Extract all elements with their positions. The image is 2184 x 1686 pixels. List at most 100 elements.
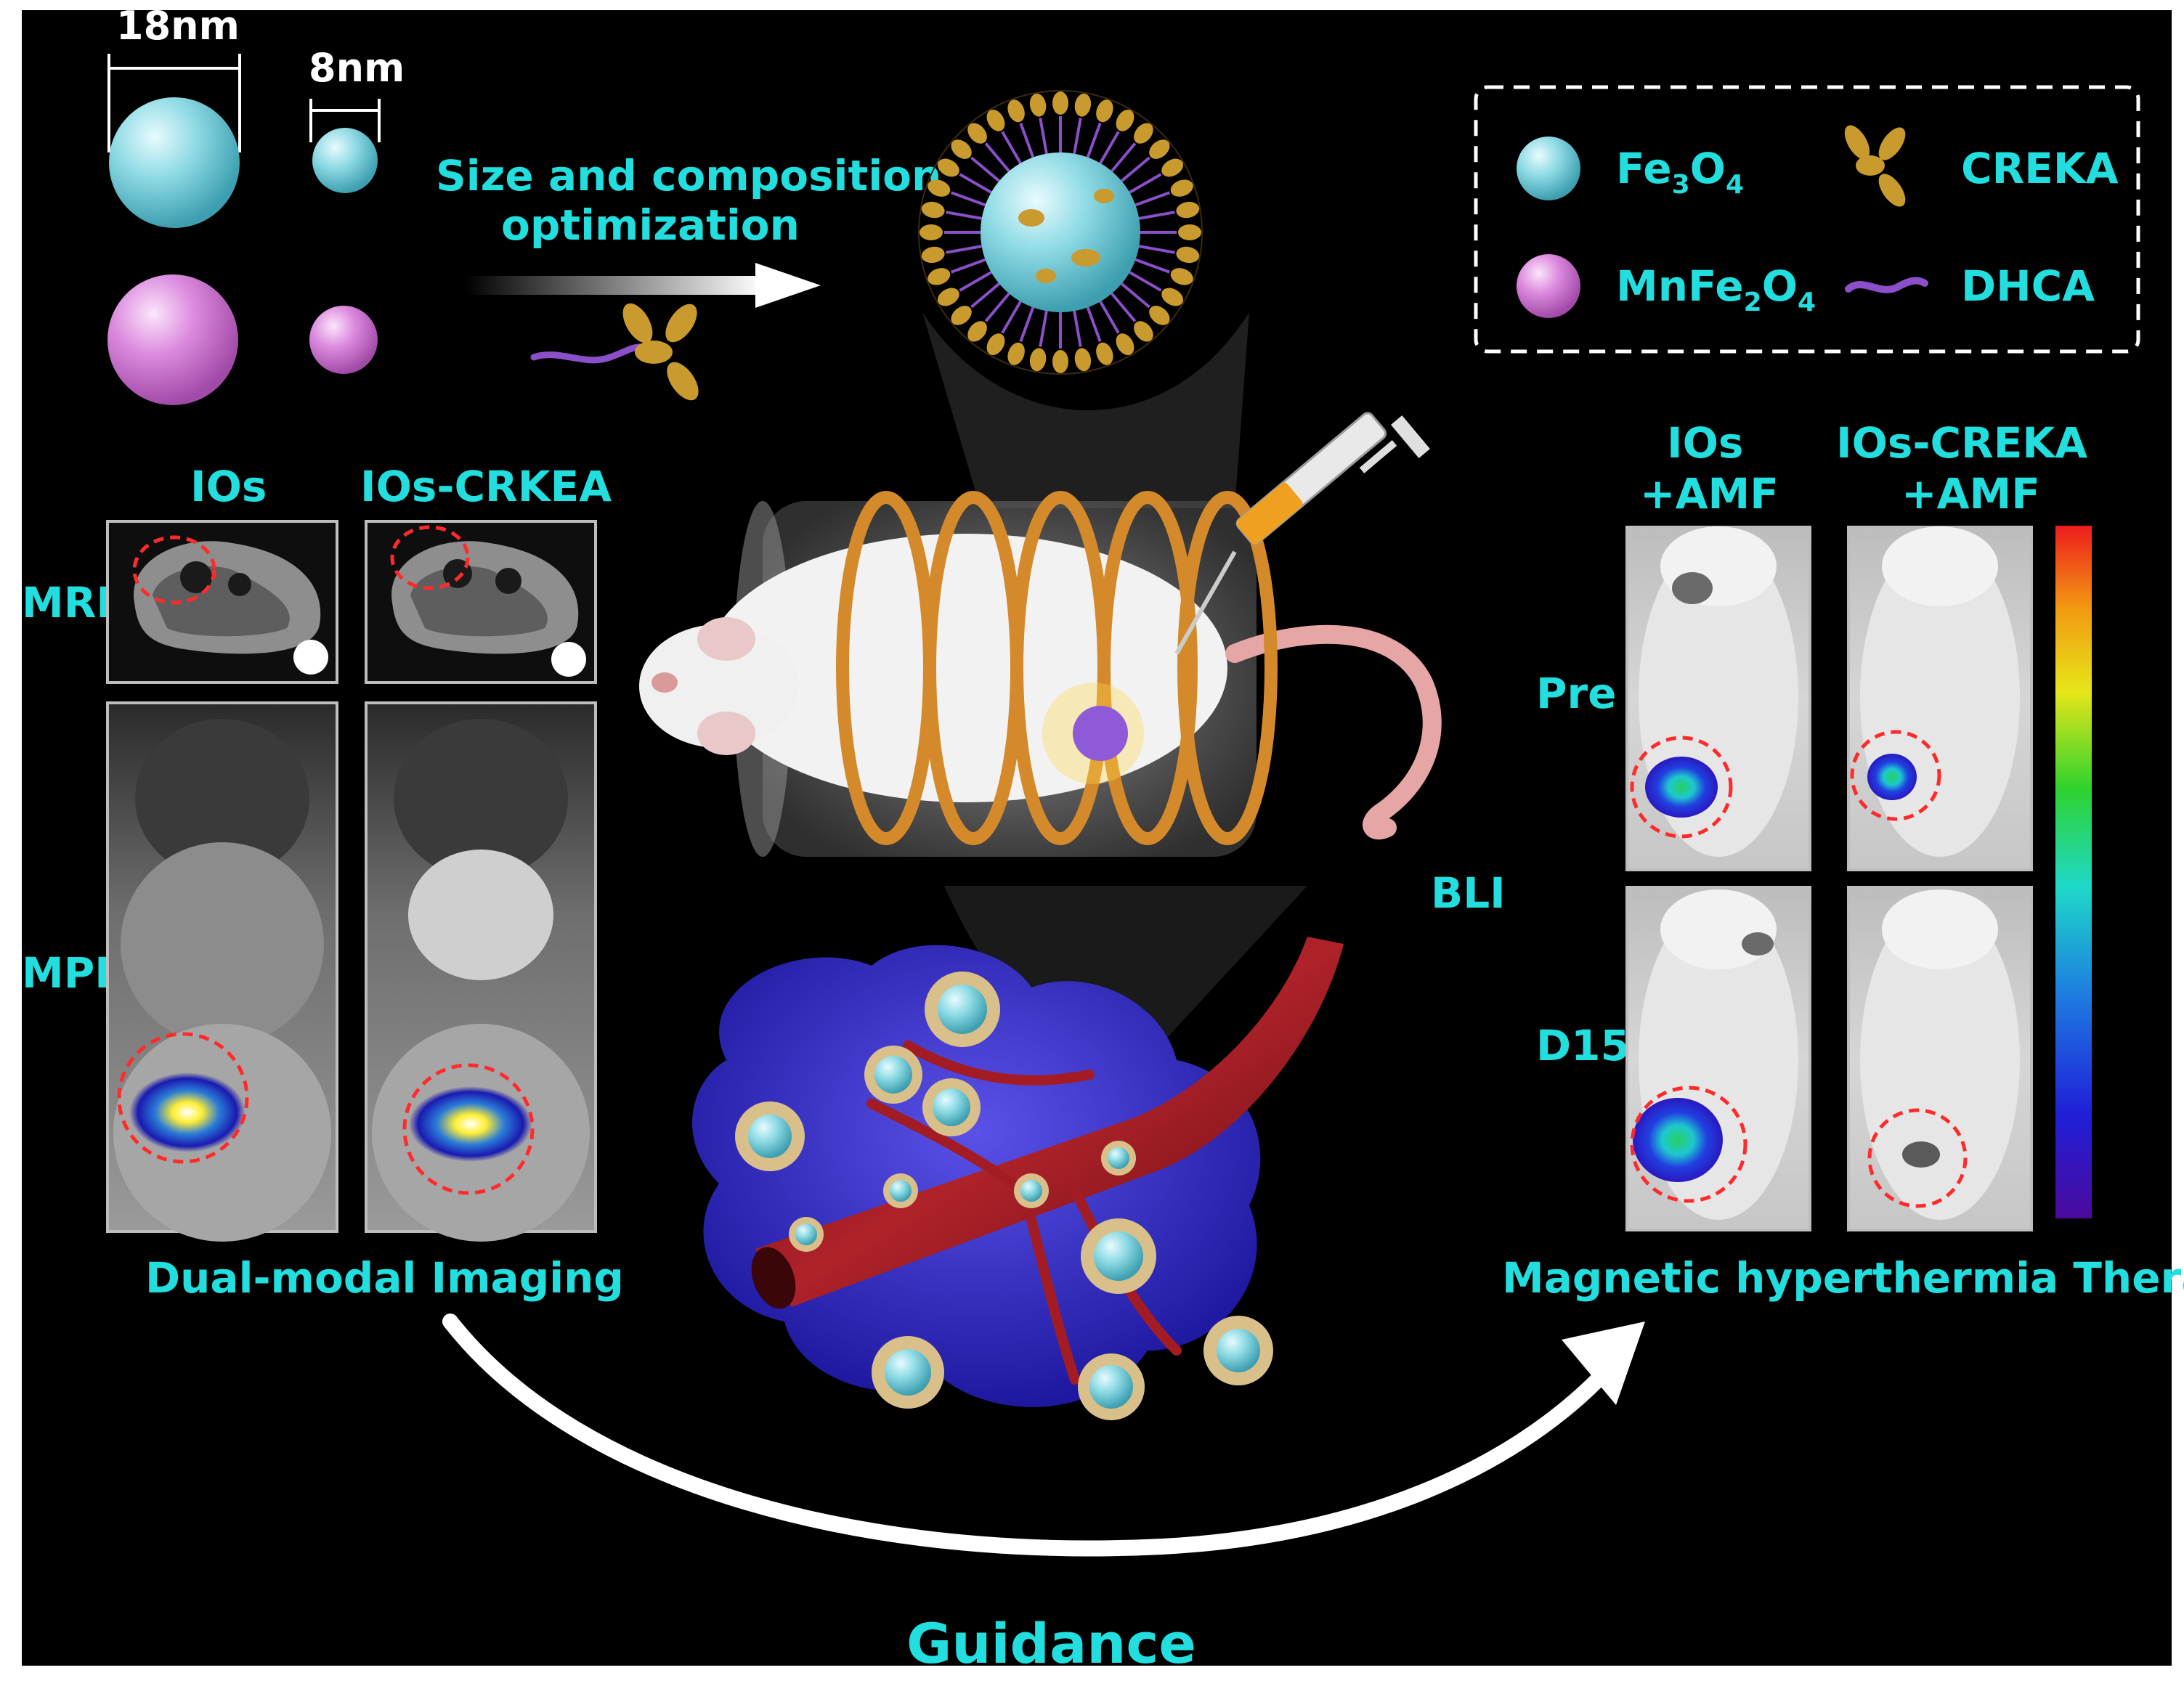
mouse-head <box>639 624 799 748</box>
creka-ligand <box>1096 342 1113 365</box>
creka-ligand <box>1096 99 1113 123</box>
mri-panel-ios <box>106 520 338 684</box>
imaging-col1-header: IOs <box>190 462 267 511</box>
creka-ligand <box>920 224 943 240</box>
creka-ligand <box>1074 93 1092 117</box>
legend-mnfe2o4-icon <box>1517 254 1580 318</box>
spotlight-cone-top <box>922 312 1249 508</box>
mpi-tumor-circle-ios-creka <box>402 1063 535 1195</box>
bli-tumor-circle-d15-ios-creka <box>1867 1108 1968 1208</box>
bli-image-d15-ios <box>1625 886 1811 1231</box>
creka-ligand <box>967 123 987 144</box>
bli-col1-header-line2: +AMF <box>1640 469 1779 518</box>
legend-mnfe2o4-label: MnFe2O4 <box>1616 261 1816 317</box>
therapy-caption: Magnetic hyperthermia Therapy <box>1502 1253 2184 1303</box>
creka-ligand <box>1170 268 1193 285</box>
creka-ligand <box>921 201 945 219</box>
mouse-tail <box>1225 624 1442 840</box>
mouse-in-coil <box>639 412 1442 857</box>
bli-row-d15: D15 <box>1536 1021 1630 1070</box>
legend-box <box>1474 85 2140 354</box>
bli-spot-pre-ios <box>1645 757 1718 818</box>
creka-ligand <box>1052 350 1068 373</box>
creka-ligand <box>1178 224 1201 240</box>
optimization-arrow-shaft <box>465 276 763 295</box>
tumor-nanoparticles <box>735 972 1273 1420</box>
bli-image-d15-ios-creka <box>1847 886 2033 1231</box>
functionalized-nanoparticle <box>918 90 1203 375</box>
creka-ligand <box>1161 288 1184 306</box>
spotlight-cone-bottom <box>944 886 1307 1077</box>
mpi-panel-ios-creka <box>365 701 597 1242</box>
optimization-label-line2: optimization <box>501 200 800 250</box>
bli-colorbar <box>2055 526 2092 1218</box>
fe3o4-small-sphere <box>312 128 378 193</box>
creka-ligand <box>937 288 959 306</box>
mpi-hotspot-ios-creka <box>409 1086 532 1162</box>
creka-ligand <box>1134 321 1153 342</box>
creka-ligand <box>1176 246 1200 264</box>
bli-spot-pre-ios-creka <box>1867 754 1917 800</box>
creka-ligand <box>1149 139 1170 159</box>
guidance-arrow: Guidance <box>442 1314 1645 1676</box>
mpi-hotspot-ios <box>129 1072 245 1152</box>
tumor-vessel-illustration <box>691 937 1344 1420</box>
mri-tumor-circle-ios-creka <box>390 525 470 590</box>
guidance-label: Guidance <box>906 1611 1196 1676</box>
legend-creka-label: CREKA <box>1961 144 2119 193</box>
creka-ligand <box>921 246 945 264</box>
creka-ligand <box>1116 109 1134 131</box>
legend-fe3o4-icon <box>1517 137 1580 200</box>
mri-panel-ios-creka <box>365 520 597 684</box>
imaging-row-mri: MRI <box>22 578 112 627</box>
imaging-row-mpi: MPI <box>22 948 110 998</box>
imaging-col2-header: IOs-CRKEA <box>360 462 612 511</box>
mri-reference-dot-ios <box>293 640 328 675</box>
creka-ligand <box>1007 342 1025 365</box>
creka-ligand <box>1074 348 1092 372</box>
creka-ligand <box>951 306 972 325</box>
legend-creka-icon <box>1844 125 1906 207</box>
mri-tumor-circle-ios <box>132 535 216 605</box>
mnfe2o4-large-sphere <box>107 274 238 405</box>
creka-ligand <box>1149 306 1170 325</box>
bli-tumor-circle-d15-ios <box>1630 1086 1747 1203</box>
syringe-icon <box>1174 412 1430 655</box>
mpi-tumor-circle-ios <box>117 1032 249 1164</box>
creka-ligand <box>1052 91 1068 115</box>
creka-ligand <box>951 139 972 159</box>
creka-ligand <box>1176 201 1200 219</box>
legend: Fe3O4 MnFe2O4 CREKA DHCA <box>1474 85 2140 354</box>
coil <box>836 491 1278 845</box>
nanoparticle-core <box>981 152 1140 312</box>
creka-ligand <box>1170 179 1193 197</box>
imaging-panel: IOs IOs-CRKEA MRI MPI <box>22 462 624 1303</box>
dhca-creka-motif <box>530 303 699 401</box>
size-comparison: 18nm 8nm <box>107 3 405 405</box>
bli-image-pre-ios-creka <box>1847 526 2033 871</box>
bli-col2-header-line2: +AMF <box>1901 469 2040 518</box>
creka-ligand <box>1161 158 1184 177</box>
creka-ligand <box>1029 93 1047 117</box>
mnfe2o4-small-sphere <box>309 306 378 374</box>
mouse-tumor <box>1073 706 1128 761</box>
creka-ligand <box>986 333 1005 356</box>
blood-vessel <box>755 937 1344 1307</box>
creka-ligand <box>1116 333 1134 356</box>
guidance-arrow-curve <box>442 1314 1606 1557</box>
bli-col1-header-line1: IOs <box>1667 418 1743 468</box>
bli-tumor-circle-pre-ios <box>1630 736 1733 839</box>
creka-ligand <box>1029 348 1047 372</box>
creka-ligand <box>937 158 959 177</box>
guidance-arrowhead <box>1562 1321 1645 1405</box>
optimization-arrow-group: Size and composition optimization <box>436 151 941 401</box>
bli-tumor-circle-pre-ios-creka <box>1850 730 1941 821</box>
legend-dhca-label: DHCA <box>1961 261 2095 311</box>
size-label-large: 18nm <box>116 3 240 49</box>
creka-ligand <box>1007 99 1025 123</box>
mri-reference-dot-ios-creka <box>551 642 586 677</box>
creka-ligand <box>1134 123 1153 144</box>
optimization-arrowhead <box>755 263 821 308</box>
fe3o4-large-sphere <box>109 97 240 228</box>
